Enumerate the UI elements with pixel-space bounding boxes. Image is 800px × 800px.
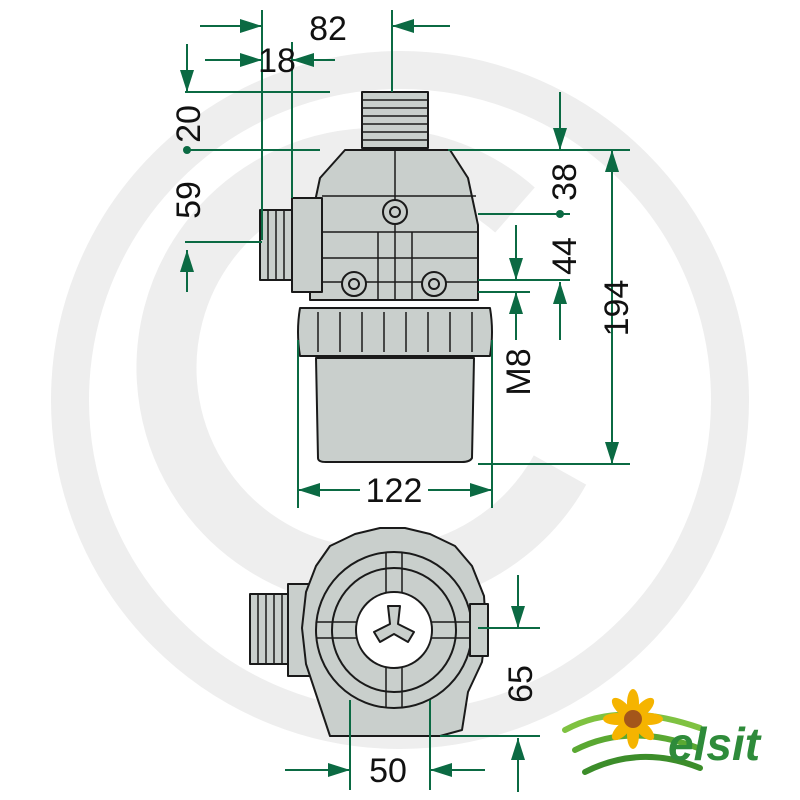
top-thread xyxy=(361,91,429,149)
sunflower-icon xyxy=(603,689,663,749)
filter-body xyxy=(309,149,479,301)
brand-logo: elsit xyxy=(562,689,762,775)
dim-194: 194 xyxy=(598,280,636,337)
filter-bowl xyxy=(315,357,475,463)
dim-20: 20 xyxy=(170,105,208,143)
logo-text: elsit xyxy=(668,718,762,770)
ring-nut xyxy=(297,307,493,357)
dim-18: 18 xyxy=(258,42,296,80)
dim-44: 44 xyxy=(546,237,584,275)
filter-side-view xyxy=(259,91,493,463)
top-view-right-tab xyxy=(469,603,489,657)
side-outlet-flange xyxy=(291,197,323,293)
spinner-icon xyxy=(373,605,415,643)
dim-50: 50 xyxy=(369,752,407,790)
dimension-arrows xyxy=(180,19,619,777)
dim-122: 122 xyxy=(366,472,423,510)
filter-top-view xyxy=(249,527,489,737)
dim-65: 65 xyxy=(502,665,540,703)
dim-38: 38 xyxy=(546,163,584,201)
dim-59: 59 xyxy=(170,181,208,219)
dim-thread-m8: M8 xyxy=(500,348,538,395)
dim-82: 82 xyxy=(309,10,347,48)
